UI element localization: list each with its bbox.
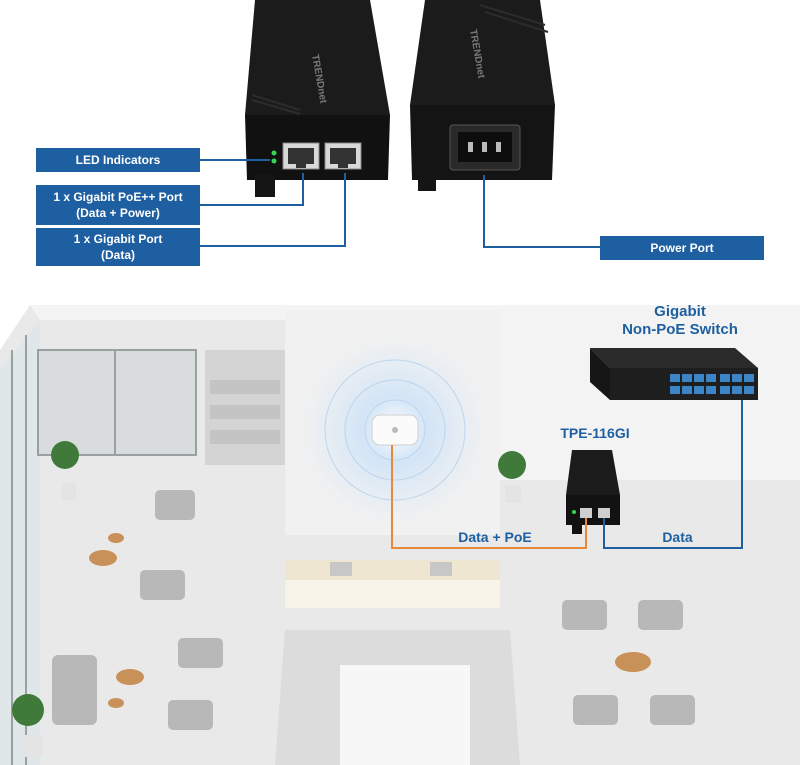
access-point [371, 414, 419, 446]
side-tables [89, 533, 651, 708]
gigabit-port-jack [324, 142, 362, 170]
stairs [205, 350, 285, 465]
power-port-label: Power Port [600, 236, 764, 260]
lounge-furniture [52, 490, 695, 730]
data-poe-label: Data + PoE [458, 529, 532, 545]
product-views: TRENDnet TRENDnet [200, 0, 600, 248]
back-window [37, 349, 197, 456]
data-poe-link [391, 445, 587, 549]
callout-lines [200, 159, 600, 248]
office-scene [0, 305, 800, 765]
gigabit-switch [590, 348, 758, 400]
gigabit-port-label: 1 x Gigabit Port (Data) [36, 228, 200, 266]
led-indicator-1 [271, 150, 277, 156]
poe-port-jack [282, 142, 320, 170]
glass-wall [0, 320, 40, 765]
led-indicator-2 [271, 158, 277, 164]
plant-icon [498, 451, 526, 503]
data-label: Data [662, 529, 693, 545]
led-indicators-label: LED Indicators [36, 148, 200, 172]
plant-icon [51, 441, 79, 500]
reception-desk [285, 560, 500, 608]
power-port-socket [449, 124, 521, 171]
poe-port-label: 1 x Gigabit PoE++ Port (Data + Power) [36, 185, 200, 225]
plant-icon [12, 694, 44, 757]
injector-in-scene [566, 450, 620, 534]
switch-title: Gigabit Non-PoE Switch [622, 303, 738, 338]
data-link [603, 400, 743, 549]
injector-model-label: TPE-116GI [560, 425, 630, 441]
